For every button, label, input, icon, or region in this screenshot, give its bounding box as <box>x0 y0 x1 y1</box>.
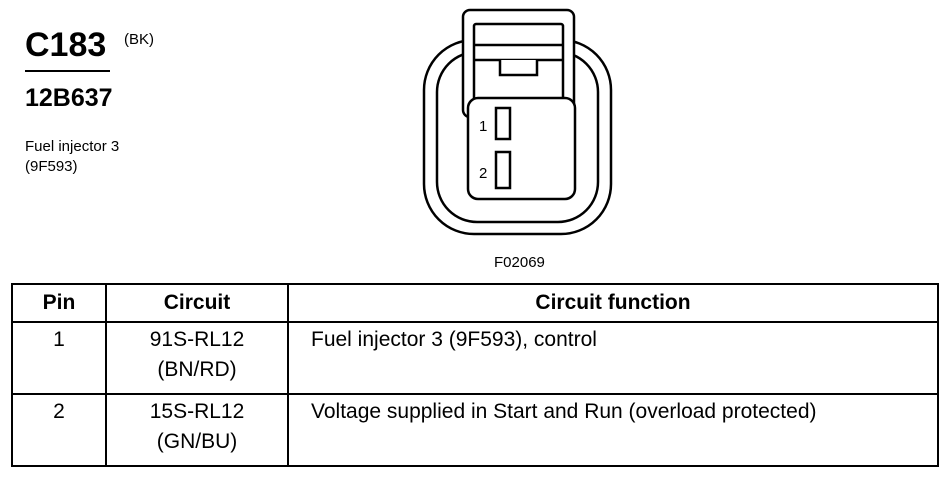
table-row: 1 91S-RL12 (BN/RD) Fuel injector 3 (9F59… <box>11 321 939 395</box>
circuit-cell: 91S-RL12 (BN/RD) <box>105 321 289 395</box>
circuit-function: Fuel injector 3 (9F593), control <box>287 321 939 395</box>
description-line-2: (9F593) <box>25 158 78 175</box>
header-circuit: Circuit <box>105 283 289 323</box>
table-row: 2 15S-RL12 (GN/BU) Voltage supplied in S… <box>11 393 939 467</box>
table-header-row: Pin Circuit Circuit function <box>11 283 939 323</box>
pin-number: 1 <box>11 321 107 395</box>
pin-1-terminal <box>494 106 512 141</box>
header-circuit-function: Circuit function <box>287 283 939 323</box>
connector-face-diagram: 1 2 <box>422 8 613 236</box>
header-pin: Pin <box>11 283 107 323</box>
circuit-code: 91S-RL12 <box>149 328 245 351</box>
description-line-1: Fuel injector 3 <box>25 138 120 155</box>
circuit-wire-color: (GN/BU) <box>156 430 238 453</box>
pin-2-label: 2 <box>479 165 487 182</box>
pinout-table: Pin Circuit Circuit function 1 91S-RL12 … <box>11 283 939 467</box>
latch-notch <box>498 60 539 77</box>
connector-id: C183 <box>25 26 107 64</box>
circuit-wire-color: (BN/RD) <box>157 358 237 381</box>
connector-description: Fuel injector 3 (9F593) <box>25 137 119 177</box>
figure-id: F02069 <box>494 254 545 271</box>
pin-cavity-housing <box>466 96 577 201</box>
circuit-code: 15S-RL12 <box>149 400 245 423</box>
part-number: 12B637 <box>25 84 113 112</box>
connector-color-code: (BK) <box>124 31 154 48</box>
title-underline <box>25 70 110 72</box>
pin-number: 2 <box>11 393 107 467</box>
circuit-cell: 15S-RL12 (GN/BU) <box>105 393 289 467</box>
circuit-function: Voltage supplied in Start and Run (overl… <box>287 393 939 467</box>
pin-2-terminal <box>494 150 512 190</box>
pin-1-label: 1 <box>479 118 487 135</box>
